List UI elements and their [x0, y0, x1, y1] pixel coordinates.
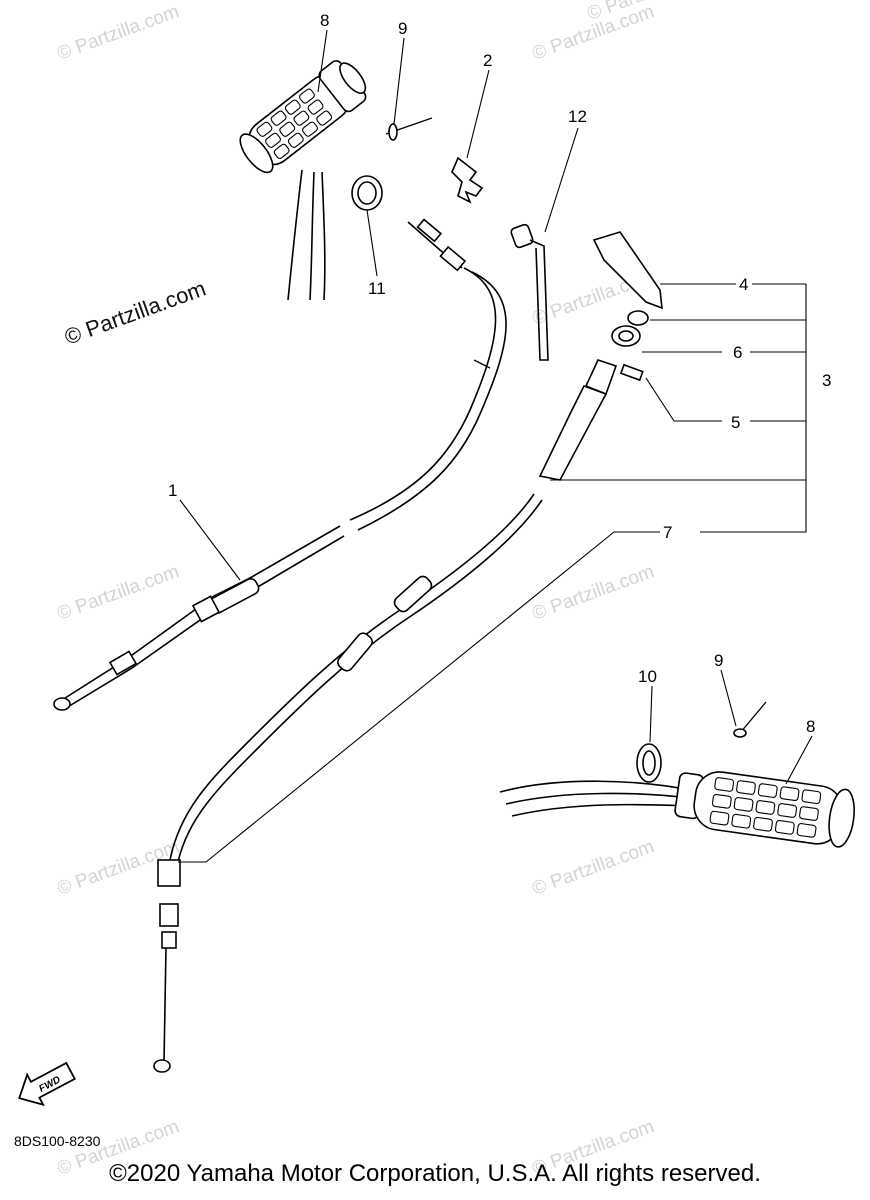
callout-2: 2	[483, 51, 492, 70]
callout-11: 11	[368, 279, 386, 298]
callout-1: 1	[168, 481, 177, 500]
watermark: © Partzilla.com	[55, 1, 182, 65]
clip-2	[451, 156, 484, 204]
callout-10: 10	[638, 667, 657, 686]
left-grip	[239, 60, 367, 301]
callout-5: 5	[731, 413, 740, 432]
tie-band-12	[510, 223, 549, 361]
collar-10	[636, 743, 662, 783]
callout-7: 7	[663, 523, 672, 542]
callout-8-bottom: 8	[806, 717, 815, 736]
throttle-cable-7	[153, 359, 618, 1073]
clutch-cable-1	[53, 218, 507, 711]
callout-9-top: 9	[398, 19, 407, 38]
copyright-notice: ©2020 Yamaha Motor Corporation, U.S.A. A…	[109, 1160, 761, 1187]
screw-top	[385, 117, 433, 141]
callout-9-bottom: 9	[714, 651, 723, 670]
right-grip	[499, 771, 855, 848]
callout-4: 4	[739, 275, 748, 294]
watermark: © Partzilla.com	[530, 561, 657, 625]
watermark: © Partzilla.com	[55, 561, 182, 625]
adjuster-assembly	[592, 231, 663, 382]
collar-11	[351, 175, 383, 211]
callout-12: 12	[568, 107, 587, 126]
watermark: © Partzilla.com	[530, 836, 657, 900]
callout-8-top: 8	[320, 11, 329, 30]
watermark-main: © Partzilla.com	[61, 276, 209, 350]
callout-3: 3	[822, 371, 831, 390]
fwd-arrow-icon: FWD	[18, 1061, 76, 1107]
callout-6: 6	[733, 343, 742, 362]
screw-bottom	[733, 701, 767, 738]
diagram-code: 8DS100-8230	[14, 1133, 101, 1149]
leader-lines	[178, 29, 813, 863]
